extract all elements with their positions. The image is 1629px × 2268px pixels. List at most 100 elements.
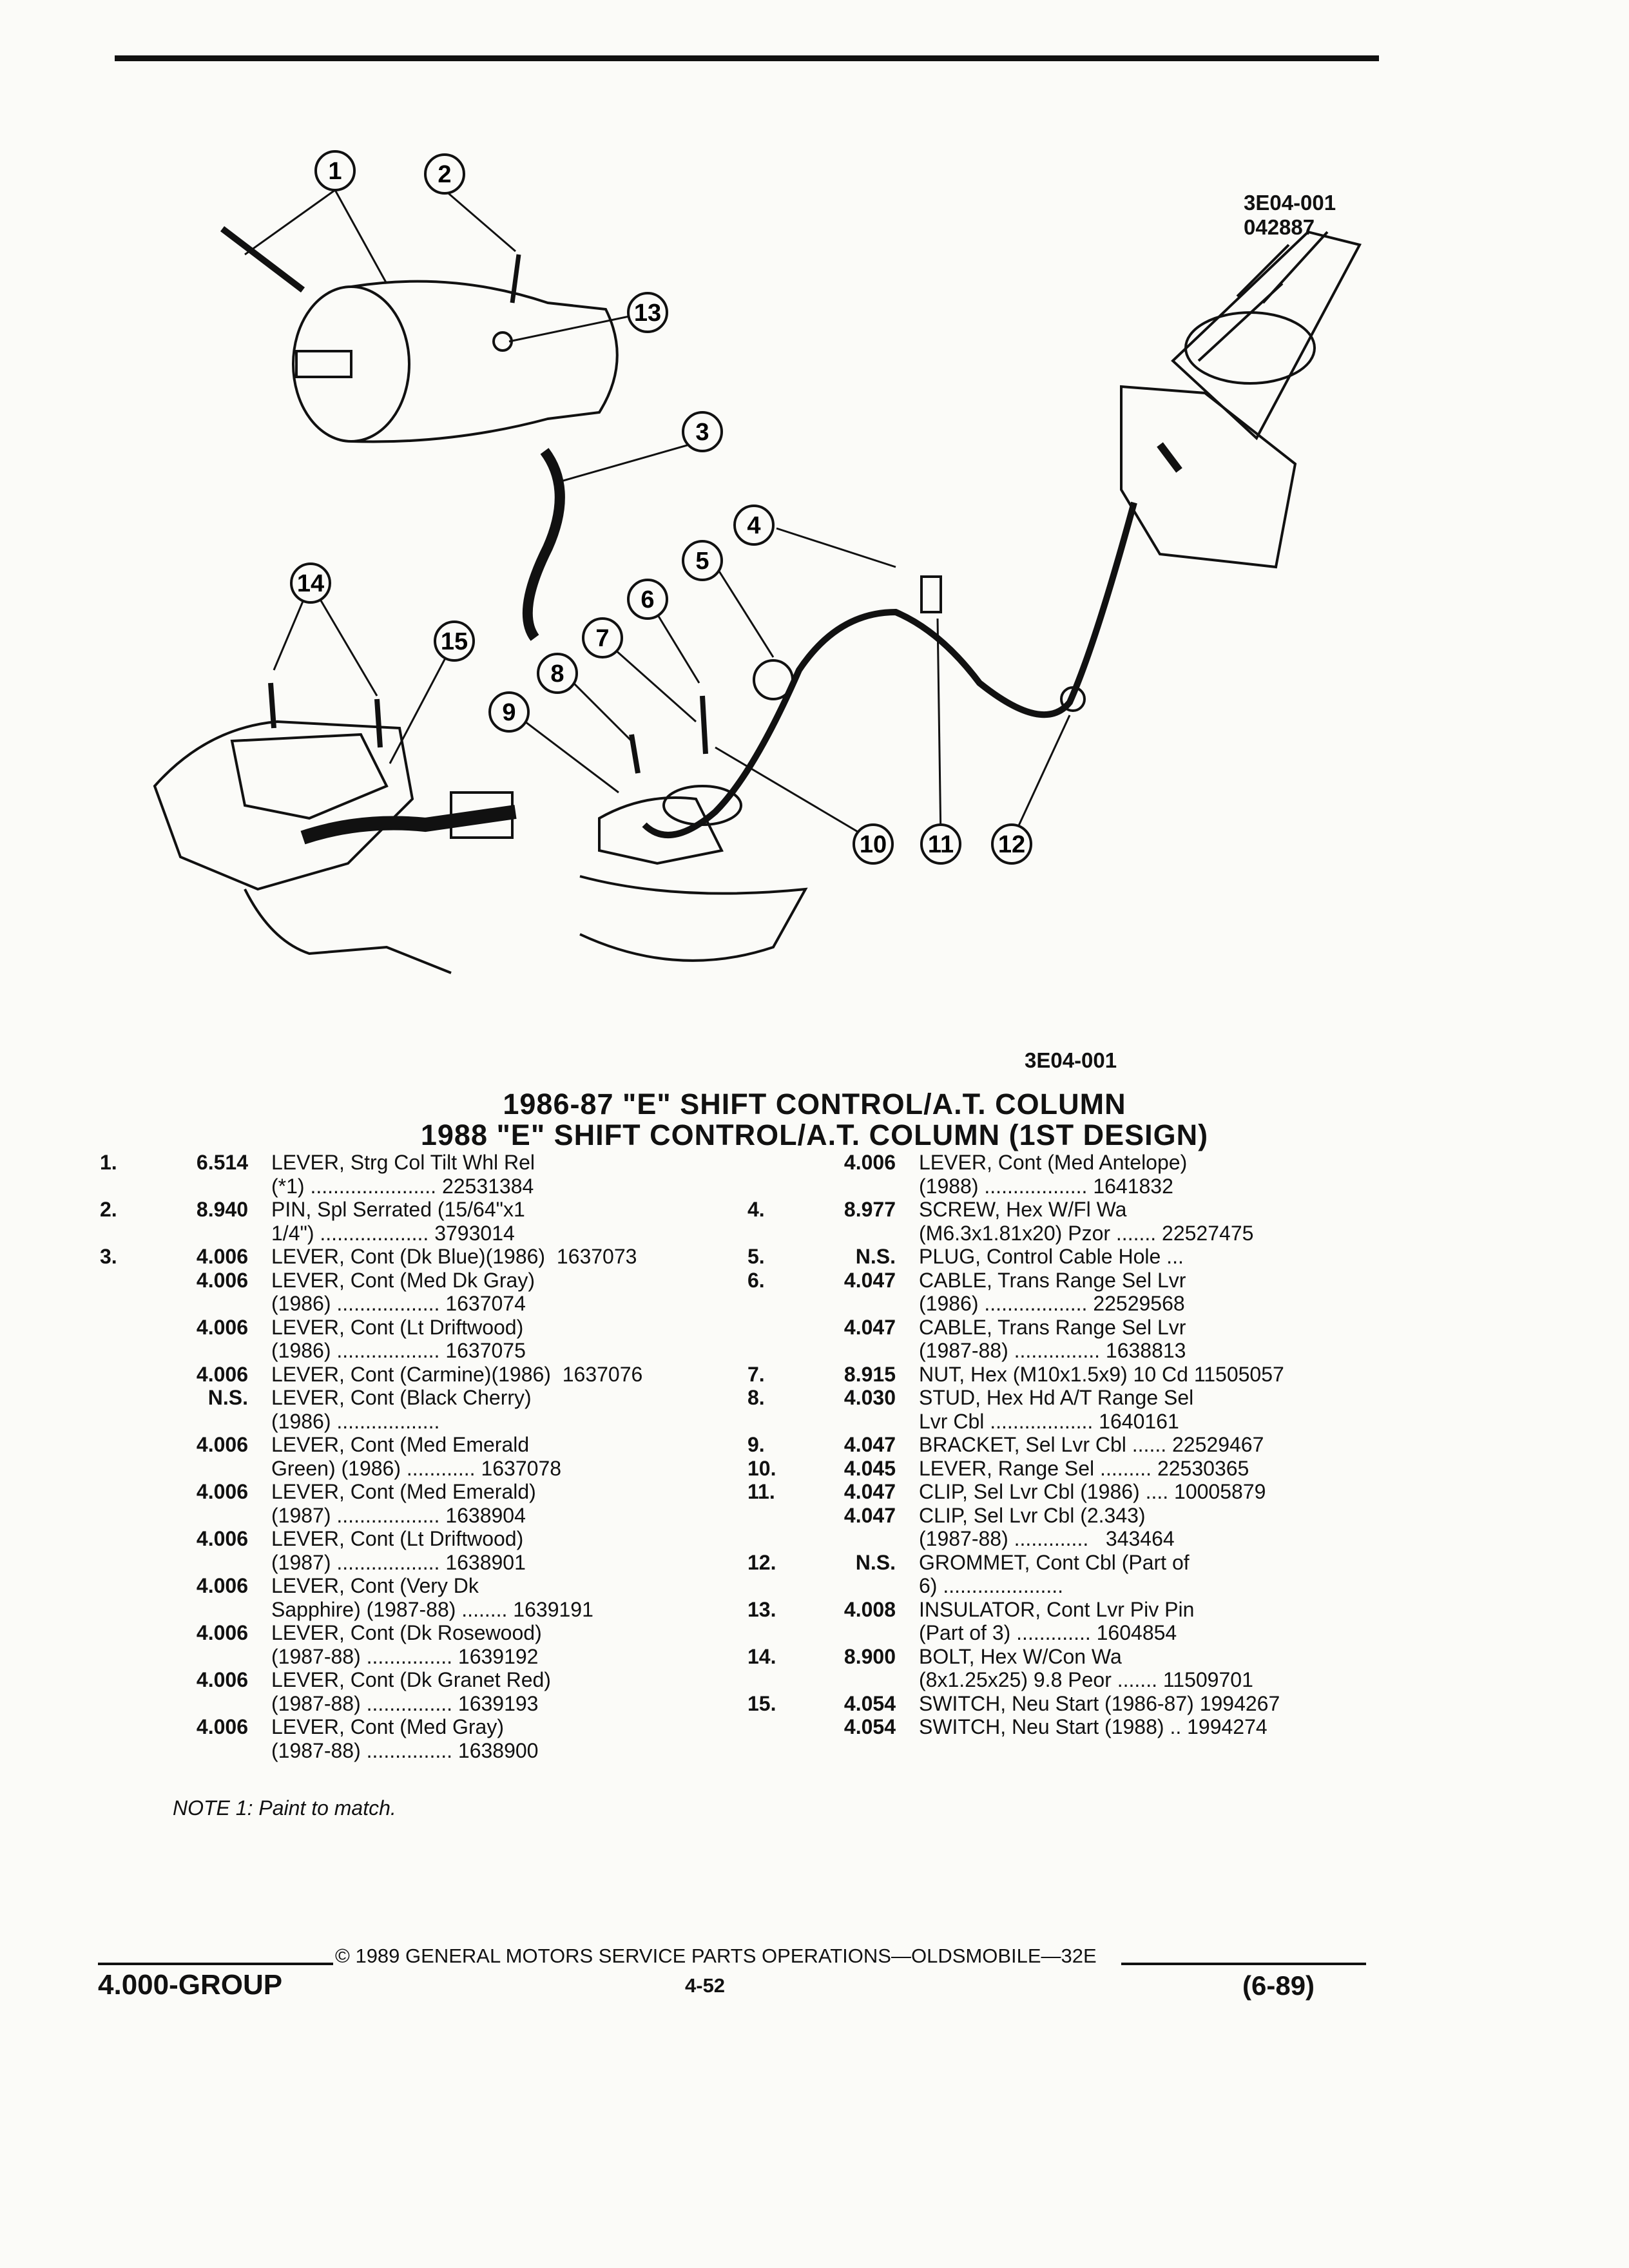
part-description: CLIP, Sel Lvr Cbl (2.343) (1987-88) ....… [919, 1503, 1175, 1551]
part-description: BRACKET, Sel Lvr Cbl ...... 22529467 [919, 1433, 1264, 1456]
callout-number: 5 [695, 548, 709, 575]
cable-clip [920, 575, 942, 613]
part-description: SCREW, Hex W/Fl Wa (M6.3x1.81x20) Pzor .… [919, 1198, 1254, 1245]
part-description: LEVER, Strg Col Tilt Whl Rel (*1) ......… [271, 1151, 535, 1198]
callout-number: 8 [550, 660, 564, 687]
callout-number: 11 [928, 831, 954, 858]
parts-row: 12.N.S.GROMMET, Cont Cbl (Part of 6) ...… [747, 1551, 1405, 1598]
part-description: SWITCH, Neu Start (1988) .. 1994274 [919, 1715, 1268, 1738]
item-number [100, 1269, 171, 1316]
parts-row: N.S.LEVER, Cont (Black Cherry) (1986) ..… [100, 1386, 776, 1433]
footer-rule-left [98, 1963, 333, 1965]
item-number [100, 1433, 171, 1480]
column-bracket [1120, 385, 1297, 569]
group-number: 8.940 [196, 1198, 248, 1221]
cable-grommet [1060, 686, 1086, 712]
leader-12 [1010, 715, 1071, 841]
footer-group: 4.000-GROUP [98, 1969, 283, 2001]
group-number: 4.047 [843, 1315, 896, 1339]
part-description: LEVER, Cont (Dk Rosewood) (1987-88) ....… [271, 1621, 542, 1668]
part-description: CABLE, Trans Range Sel Lvr (1986) ......… [919, 1268, 1186, 1316]
tilt-lever [220, 226, 305, 293]
cable-end-pin [700, 695, 708, 754]
callout-3: 3 [682, 411, 723, 452]
item-number [100, 1715, 171, 1762]
item-number [747, 1151, 818, 1198]
leader-7 [608, 643, 697, 723]
callout-number: 10 [860, 831, 887, 858]
leader-10 [715, 746, 874, 842]
group-number: 4.006 [196, 1668, 248, 1691]
group-number: 4.006 [843, 1151, 896, 1174]
callout-5: 5 [682, 540, 723, 581]
group-number: 4.006 [196, 1362, 248, 1386]
leader-15 [389, 640, 456, 764]
group-number: 4.006 [196, 1574, 248, 1597]
switch-bolts [268, 682, 383, 748]
column-shaft-stub [295, 350, 352, 378]
item-number: 13. [747, 1597, 776, 1621]
item-number: 9. [747, 1433, 765, 1456]
control-lever [522, 448, 565, 641]
selector-bracket [598, 796, 724, 865]
group-number: 4.006 [196, 1245, 248, 1268]
leader-5 [717, 570, 775, 658]
footer-rule-right [1121, 1963, 1366, 1965]
parts-row: 4. 8.977 SCREW, Hex W/Fl Wa (M6.3x1.81x20)… [747, 1198, 1405, 1245]
callout-number: 13 [634, 300, 661, 327]
footnote: NOTE 1: Paint to match. [173, 1796, 396, 1820]
group-number: 4.047 [843, 1268, 896, 1292]
part-description: LEVER, Cont (Lt Driftwood) (1987) ......… [271, 1527, 526, 1574]
neutral-start-switch [230, 733, 389, 820]
item-number: 10. [747, 1456, 776, 1480]
callout-number: 14 [297, 570, 324, 597]
callout-15: 15 [434, 620, 475, 662]
item-number: 12. [747, 1550, 776, 1574]
group-number: 4.006 [196, 1315, 248, 1339]
callout-number: 2 [438, 161, 451, 188]
callout-4: 4 [733, 505, 775, 546]
harness-connector [450, 791, 514, 839]
cable-hole-plug [753, 659, 794, 700]
transmission-case-section [579, 875, 808, 962]
title-line-2: 1988 "E" SHIFT CONTROL/A.T. COLUMN (1ST … [420, 1119, 1209, 1151]
group-number: 4.006 [196, 1433, 248, 1456]
range-selector-cable [642, 501, 1137, 838]
leader-1 [244, 189, 388, 284]
group-number: 8.977 [843, 1198, 896, 1221]
callout-number: 7 [595, 625, 609, 652]
part-description: GROMMET, Cont Cbl (Part of 6) ..........… [919, 1550, 1190, 1598]
callout-7: 7 [582, 617, 623, 658]
group-number: N.S. [207, 1386, 248, 1409]
parts-row: 5.N.S.PLUG, Control Cable Hole ... [747, 1245, 1405, 1269]
group-number: 4.006 [196, 1621, 248, 1644]
part-description: PLUG, Control Cable Hole ... [919, 1245, 1184, 1268]
diagram-linework [153, 189, 1362, 974]
item-number [100, 1316, 171, 1363]
callout-6: 6 [627, 579, 668, 620]
serrated-pin [510, 254, 521, 303]
stud [629, 734, 641, 774]
top-rule [115, 55, 1379, 61]
item-number: 4. [747, 1198, 765, 1221]
part-description: SWITCH, Neu Start (1986-87) 1994267 [919, 1691, 1280, 1715]
part-description: PIN, Spl Serrated (15/64"x1 1/4") ......… [271, 1198, 525, 1245]
